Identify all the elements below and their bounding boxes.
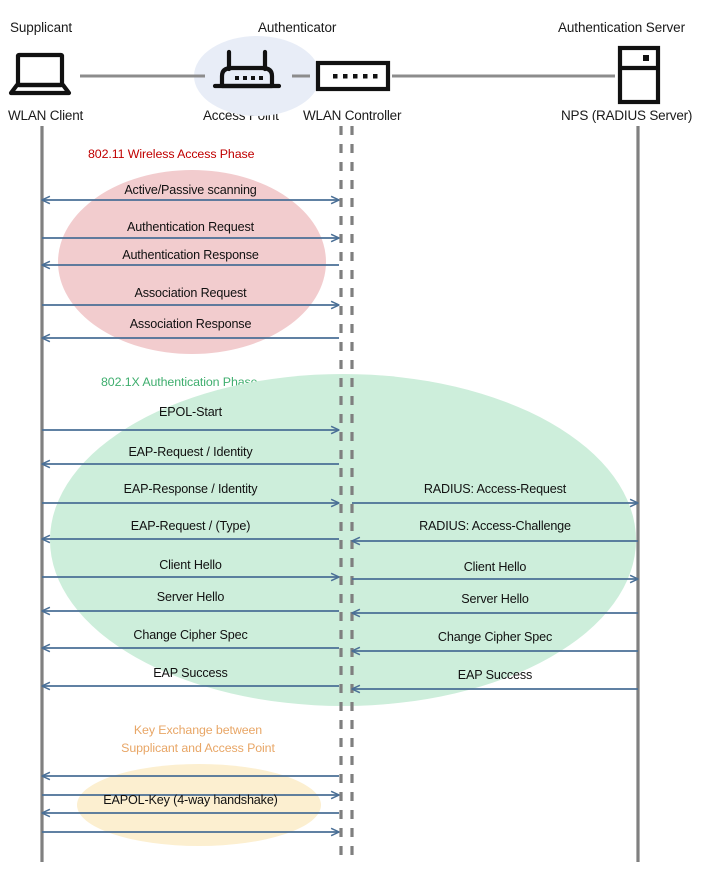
message-label-radius-access-request: RADIUS: Access-Request [423,482,567,496]
network-switch-icon [315,60,391,92]
message-label-radius-access-challenge: RADIUS: Access-Challenge [419,519,571,533]
message-label-authentication-request: Authentication Request [127,220,254,234]
message-arrows-right [352,503,638,689]
message-label-association-request: Association Request [134,286,247,300]
role-label-authenticator: Authenticator [258,20,337,35]
message-label-eap-request-identity: EAP-Request / Identity [128,445,253,459]
wireless-router-icon [212,49,282,89]
message-label-change-cipher-spec-left: Change Cipher Spec [133,628,248,642]
device-label-wlan-client: WLAN Client [8,108,84,123]
message-arrows-left [42,200,339,832]
message-label-active-passive-scanning: Active/Passive scanning [124,183,257,197]
laptop-icon [8,52,72,96]
phase-ellipse-key-exchange [77,764,321,846]
phase-label-key-exchange-line2: Supplicant and Access Point [121,741,275,755]
message-label-client-hello-left: Client Hello [159,558,222,572]
message-label-epol-start: EPOL-Start [159,405,222,419]
phase-ellipse-wireless-access [58,170,326,354]
phase-label-dot1x-auth: 802.1X Authentication Phase [101,375,258,389]
server-icon [617,45,661,105]
message-label-eap-response-identity: EAP-Response / Identity [123,482,258,496]
message-label-client-hello-right: Client Hello [463,560,527,574]
message-label-eap-success-left: EAP Success [153,666,228,680]
phase-label-wireless-access: 802.11 Wireless Access Phase [88,147,255,161]
message-label-authentication-response: Authentication Response [122,248,259,262]
message-label-server-hello-left: Server Hello [156,590,225,604]
message-label-eap-request-type: EAP-Request / (Type) [130,519,251,533]
device-label-wlan-controller: WLAN Controller [303,108,402,123]
wireless-router-leds [235,76,263,80]
message-label-eapol-key-4-way-handshake: EAPOL-Key (4-way handshake) [103,793,278,807]
message-label-change-cipher-spec-right: Change Cipher Spec [437,630,553,644]
message-label-server-hello-right: Server Hello [461,592,529,606]
message-label-association-response: Association Response [129,317,252,331]
role-label-authentication-server: Authentication Server [558,20,685,35]
message-label-eap-success-right: EAP Success [457,668,533,682]
phase-ellipse-dot1x-auth [50,374,636,706]
device-label-nps-radius-server: NPS (RADIUS Server) [561,108,693,123]
role-label-supplicant: Supplicant [10,20,73,35]
authenticator-halo [194,36,320,116]
phase-label-key-exchange-line1: Key Exchange between [133,723,263,737]
